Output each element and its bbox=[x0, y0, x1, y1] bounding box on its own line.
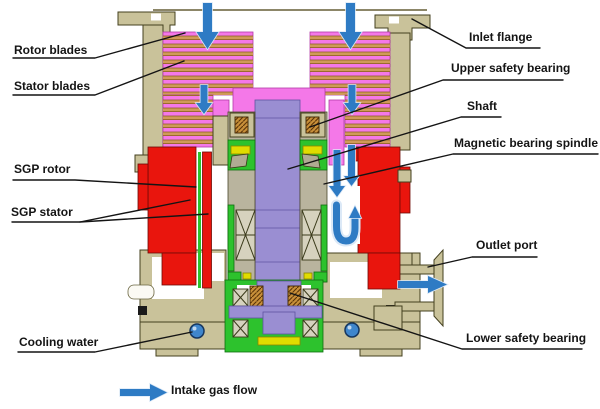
uturn-arrow-head bbox=[347, 204, 363, 219]
leader-magnetic-bearing-spindle bbox=[323, 153, 599, 185]
inlet-arrow-right bbox=[338, 2, 363, 51]
legend-intake-gas-flow: Intake gas flow bbox=[171, 383, 258, 397]
leader-inlet-flange bbox=[411, 18, 541, 49]
leader-sgp-stator-2 bbox=[79, 213, 209, 223]
coil-frame-left bbox=[227, 204, 235, 272]
lower-bearing-block bbox=[224, 279, 324, 353]
axial-magnet bbox=[257, 336, 301, 346]
flange-bolt-notch-left bbox=[151, 13, 161, 21]
outlet-arrow bbox=[397, 274, 449, 295]
lower-coil-bottom-left bbox=[232, 319, 249, 338]
leader-shaft bbox=[287, 116, 502, 170]
sensor-cap-left bbox=[242, 272, 252, 280]
sgp-stator-right-lower bbox=[367, 252, 401, 290]
shaft-tail bbox=[262, 311, 296, 335]
label-stator-blades: Stator blades bbox=[14, 79, 91, 93]
bolt-right bbox=[397, 169, 412, 183]
leader-sgp-rotor bbox=[12, 179, 197, 188]
mid-flow-arrow-left bbox=[194, 84, 214, 116]
intake-gas-flow-arrow bbox=[119, 382, 169, 403]
label-upper-safety-bearing: Upper safety bearing bbox=[451, 61, 571, 75]
spacer-column-left bbox=[212, 115, 230, 166]
leader-cooling-water bbox=[17, 331, 193, 353]
sgp-gap-strip-left bbox=[198, 152, 201, 288]
leader-rotor-blades bbox=[12, 32, 186, 59]
sensor-cap-right bbox=[303, 272, 313, 280]
shaft-and-spindle bbox=[227, 99, 328, 283]
shaft-body bbox=[254, 99, 301, 283]
lower-coil-upper-right bbox=[302, 288, 319, 307]
mid-flow-arrow-right bbox=[342, 84, 362, 116]
bearing-cap-right bbox=[302, 145, 323, 155]
sgp-stator-right-bump bbox=[399, 166, 411, 214]
label-magnetic-bearing-spindle: Magnetic bearing spindle bbox=[454, 136, 599, 150]
sgp-stator-right-block bbox=[357, 146, 401, 254]
flange-bolt-notch-right bbox=[389, 16, 399, 24]
upper-safety-bearing-left bbox=[234, 116, 249, 134]
label-outlet-port: Outlet port bbox=[476, 238, 538, 252]
sgp-stator-left-bump bbox=[137, 163, 149, 211]
magnet-coil-left bbox=[235, 209, 256, 261]
sgp-sections bbox=[137, 146, 412, 290]
gas-flow-arrows bbox=[194, 2, 449, 295]
seal-block-left bbox=[138, 306, 147, 315]
label-inlet-flange: Inlet flange bbox=[469, 30, 533, 44]
label-rotor-blades: Rotor blades bbox=[14, 43, 88, 57]
inlet-arrow-left bbox=[195, 2, 220, 51]
cooling-water-port-right bbox=[344, 322, 360, 338]
purge-plug bbox=[127, 284, 155, 300]
lower-safety-bearing-left bbox=[249, 285, 264, 309]
lower-safety-bearing-right bbox=[287, 285, 302, 309]
leader-stator-blades bbox=[12, 60, 185, 96]
uturn-arrow bbox=[333, 201, 359, 245]
base-foot-right bbox=[359, 348, 403, 357]
lower-coil-upper-left bbox=[232, 288, 249, 307]
channel-down-arrow-a bbox=[327, 149, 347, 199]
cooling-water-port-left bbox=[189, 323, 205, 339]
label-sgp-stator: SGP stator bbox=[11, 205, 73, 219]
housing-right-wall bbox=[387, 32, 411, 151]
bearing-cap-left bbox=[230, 145, 251, 155]
leader-upper-safety-bearing bbox=[309, 79, 564, 128]
rotor-bell-skirt-left bbox=[212, 99, 230, 117]
leader-outlet-port bbox=[427, 256, 538, 268]
base-foot-left bbox=[155, 348, 199, 357]
sgp-stator-left-lower bbox=[161, 252, 197, 286]
label-sgp-rotor: SGP rotor bbox=[14, 162, 71, 176]
lower-coil-bottom-right bbox=[302, 319, 319, 338]
label-lower-safety-bearing: Lower safety bearing bbox=[466, 331, 587, 345]
bearing-race-left bbox=[229, 153, 249, 169]
leader-lower-safety-bearing bbox=[289, 292, 583, 350]
coil-frame-right bbox=[320, 204, 328, 272]
label-shaft: Shaft bbox=[467, 99, 497, 113]
upper-safety-bearing-right bbox=[305, 116, 320, 134]
channel-down-arrow-b bbox=[342, 144, 361, 188]
bearing-race-right bbox=[301, 153, 321, 169]
base-outlet-support bbox=[373, 305, 403, 331]
magnet-coil-right bbox=[301, 209, 322, 261]
sgp-rotor-skirt-left bbox=[202, 151, 212, 289]
leader-lines bbox=[11, 18, 599, 353]
label-cooling-water: Cooling water bbox=[19, 335, 99, 349]
